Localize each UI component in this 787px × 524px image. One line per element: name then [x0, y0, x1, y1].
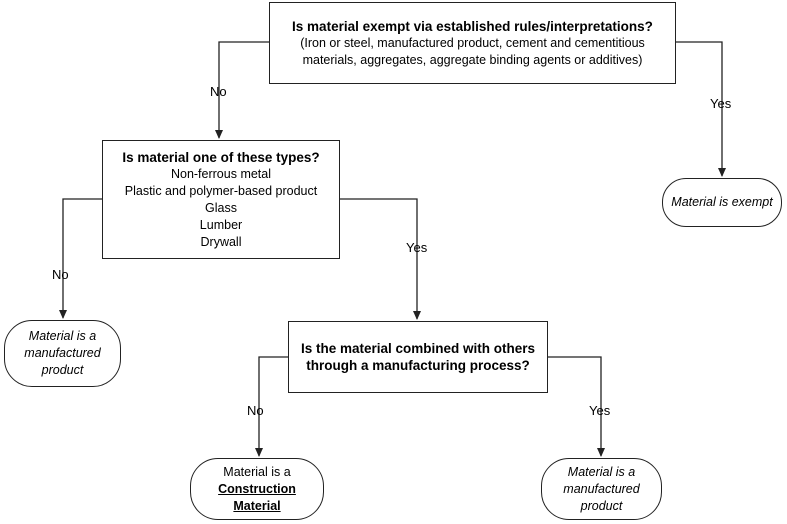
terminal-manufactured-right-line3: product	[580, 498, 623, 513]
terminal-exempt-text: Material is exempt	[671, 195, 773, 209]
material-type-item: Glass	[205, 200, 237, 215]
edge-q3-yes	[548, 356, 605, 457]
terminal-manufactured-right: Material is a manufactured product	[541, 458, 662, 520]
terminal-manufactured-left-line2: manufactured	[24, 346, 101, 360]
terminal-manufactured-left-line3: product	[41, 363, 84, 377]
edge-q1-no	[215, 41, 269, 139]
edge-label-q1-no: No	[210, 84, 227, 99]
decision-exempt-rules: Is material exempt via established rules…	[269, 2, 676, 84]
decision-exempt-rules-title: Is material exempt via established rules…	[292, 18, 653, 34]
edge-label-q3-yes: Yes	[589, 403, 611, 418]
material-type-item: Lumber	[199, 217, 243, 232]
edge-label-q2-yes: Yes	[406, 240, 428, 255]
edge-q1-yes	[676, 41, 726, 177]
terminal-manufactured-right-line2: manufactured	[563, 481, 640, 496]
edge-q2-no	[59, 198, 102, 319]
edge-q2-yes	[340, 198, 421, 320]
terminal-manufactured-left: Material is a manufactured product	[4, 320, 121, 387]
decision-manufacturing-line2: through a manufacturing process?	[306, 358, 530, 373]
decision-exempt-rules-line1: (Iron or steel, manufactured product, ce…	[300, 35, 645, 50]
terminal-exempt: Material is exempt	[662, 178, 782, 227]
edge-label-q1-yes: Yes	[710, 96, 732, 111]
edge-label-q3-no: No	[247, 403, 264, 418]
material-type-item: Plastic and polymer-based product	[124, 183, 318, 198]
edge-label-q2-no: No	[52, 267, 69, 282]
material-type-item: Drywall	[200, 234, 242, 249]
decision-exempt-rules-line2: materials, aggregates, aggregate binding…	[302, 52, 643, 67]
terminal-construction-line3: Material	[233, 498, 281, 513]
edge-q3-no	[255, 356, 288, 457]
terminal-construction-line1: Material is a	[223, 464, 291, 479]
material-type-item: Non-ferrous metal	[170, 166, 272, 181]
terminal-manufactured-left-line1: Material is a	[28, 329, 97, 343]
decision-manufacturing-process: Is the material combined with others thr…	[288, 321, 548, 393]
terminal-construction-line2: Construction	[218, 481, 296, 496]
terminal-construction-material: Material is a Construction Material	[190, 458, 324, 520]
decision-material-types-title: Is material one of these types?	[122, 149, 320, 165]
decision-manufacturing-line1: Is the material combined with others	[300, 341, 536, 356]
decision-material-types: Is material one of these types? Non-ferr…	[102, 140, 340, 259]
terminal-manufactured-right-line1: Material is a	[567, 464, 636, 479]
